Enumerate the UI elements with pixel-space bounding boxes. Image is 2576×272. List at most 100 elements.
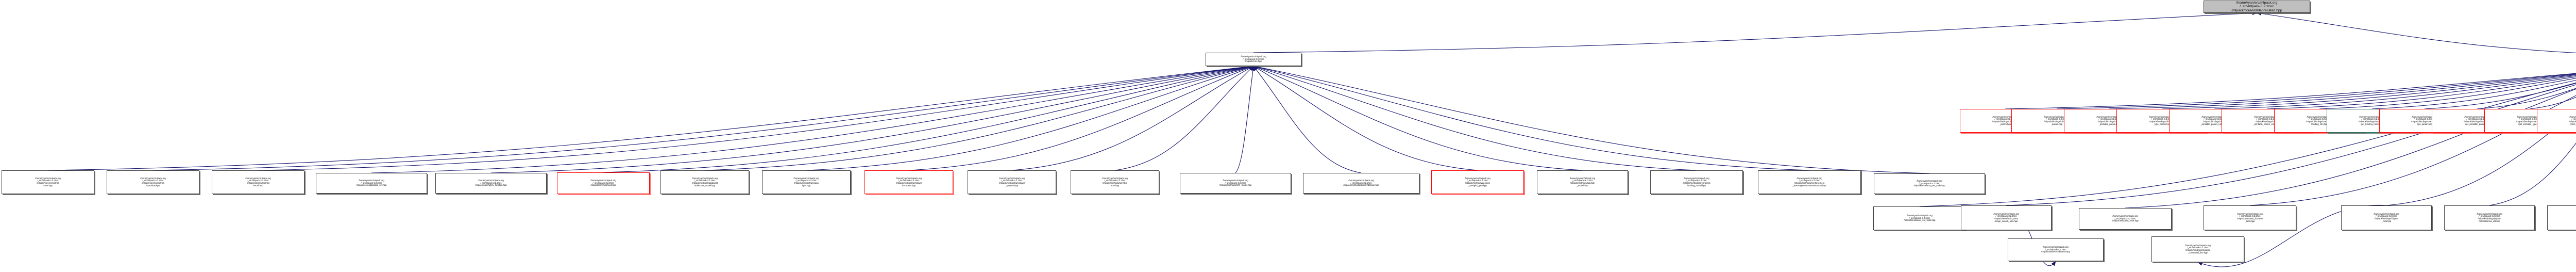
graph-node-n02[interactable]: /home/ryan/src/mlpack.org /_src/mlpack-3…	[107, 170, 199, 194]
graph-edge	[371, 65, 1255, 173]
graph-edge	[1011, 66, 1254, 171]
node-label: /home/ryan/src/mlpack.org /_src/mlpack-3…	[2374, 212, 2399, 222]
graph-edge	[2424, 83, 2576, 109]
node-label: /home/ryan/src/mlpack.org /_src/mlpack-3…	[1241, 55, 1266, 63]
graph-node-n14[interactable]: /home/ryan/src/mlpack.org /_src/mlpack-3…	[1431, 170, 1524, 194]
graph-edge	[152, 65, 1255, 171]
graph-edge	[258, 65, 1255, 171]
graph-node-q02[interactable]: /home/ryan/src/mlpack.org /_src/mlpack-3…	[2151, 236, 2244, 262]
graph-node-core_hpp[interactable]: /home/ryan/src/mlpack.org /_src/mlpack-3…	[1206, 53, 1301, 66]
node-label: /home/ryan/src/mlpack.org /_src/mlpack-3…	[1219, 179, 1252, 187]
graph-node-root[interactable]: /home/ryan/src/mlpack.org /_src/mlpack-3…	[2204, 1, 2310, 13]
node-label: /home/ryan/src/mlpack.org /_src/mlpack-3…	[2306, 115, 2333, 125]
node-label: /home/ryan/src/mlpack.org /_src/mlpack-3…	[691, 177, 718, 187]
graph-node-m12[interactable]: /home/ryan/src/mlpack.org /_src/mlpack-3…	[2537, 109, 2576, 133]
graph-edge	[1252, 65, 1810, 171]
graph-node-n16[interactable]: /home/ryan/src/mlpack.org /_src/mlpack-3…	[1650, 170, 1743, 194]
graph-node-p04[interactable]: /home/ryan/src/mlpack.org /_src/mlpack-3…	[2204, 205, 2296, 230]
graph-edge	[2386, 111, 2576, 206]
graph-node-n09[interactable]: /home/ryan/src/mlpack.org /_src/mlpack-3…	[865, 170, 953, 194]
graph-edge	[2006, 84, 2576, 206]
graph-node-p02[interactable]: /home/ryan/src/mlpack.org /_src/mlpack-3…	[1961, 205, 2052, 230]
graph-edge	[908, 66, 1255, 171]
graph-node-p03[interactable]: /home/ryan/src/mlpack.org /_src/mlpack-3…	[2079, 208, 2172, 230]
graph-edge	[2214, 75, 2576, 109]
node-label: /home/ryan/src/mlpack.org /_src/mlpack-3…	[2477, 212, 2502, 222]
graph-edge	[1252, 65, 1930, 174]
graph-node-q01[interactable]: /home/ryan/src/mlpack.org /_src/mlpack-3…	[2008, 238, 2104, 261]
graph-node-n03[interactable]: /home/ryan/src/mlpack.org /_src/mlpack-3…	[212, 170, 304, 194]
node-label: /home/ryan/src/mlpack.org /_src/mlpack-3…	[2112, 214, 2139, 222]
graph-edge	[47, 65, 1255, 171]
node-label: /home/ryan/src/mlpack.org /_src/mlpack-3…	[1102, 177, 1128, 187]
node-label: /home/ryan/src/mlpack.org /_src/mlpack-3…	[2253, 115, 2281, 125]
node-label: /home/ryan/src/mlpack.org /_src/mlpack-3…	[895, 177, 922, 187]
node-label: /home/ryan/src/mlpack.org /_src/mlpack-3…	[1913, 179, 1945, 187]
node-label: /home/ryan/src/mlpack.org /_src/mlpack-3…	[2237, 212, 2263, 222]
graph-edge	[1253, 66, 1478, 171]
graph-node-n06[interactable]: /home/ryan/src/mlpack.org /_src/mlpack-3…	[557, 172, 650, 194]
graph-edge	[2056, 73, 2576, 109]
node-label: /home/ryan/src/mlpack.org /_src/mlpack-3…	[140, 177, 166, 187]
node-label: /home/ryan/src/mlpack.org /_src/mlpack-3…	[2096, 115, 2122, 125]
node-label: /home/ryan/src/mlpack.org /_src/mlpack-3…	[998, 177, 1025, 187]
graph-node-n10[interactable]: /home/ryan/src/mlpack.org /_src/mlpack-3…	[968, 170, 1056, 194]
graph-edge	[490, 65, 1255, 173]
graph-edge	[1252, 65, 1697, 171]
graph-edge	[1114, 66, 1254, 171]
node-label: /home/ryan/src/mlpack.org /_src/mlpack-3…	[1792, 177, 1826, 187]
graph-node-n04[interactable]: /home/ryan/src/mlpack.org /_src/mlpack-3…	[316, 173, 427, 194]
graph-node-n01[interactable]: /home/ryan/src/mlpack.org /_src/mlpack-3…	[2, 170, 94, 194]
graph-edge	[2125, 88, 2576, 209]
node-label: /home/ryan/src/mlpack.org /_src/mlpack-3…	[1904, 214, 1936, 222]
graph-node-p07[interactable]: /home/ryan/src/mlpack.org /_src/mlpack-3…	[2547, 205, 2576, 230]
node-label: /home/ryan/src/mlpack.org /_src/mlpack-3…	[2041, 245, 2070, 253]
node-label: /home/ryan/src/mlpack.org /_src/mlpack-3…	[2185, 244, 2211, 254]
graph-edge	[2266, 76, 2576, 109]
graph-node-n11[interactable]: /home/ryan/src/mlpack.org /_src/mlpack-3…	[1071, 170, 1159, 194]
graph-node-n07[interactable]: /home/ryan/src/mlpack.org /_src/mlpack-3…	[660, 170, 749, 194]
graph-edge	[1253, 11, 2258, 53]
node-label: /home/ryan/src/mlpack.org /_src/mlpack-3…	[245, 177, 271, 187]
graph-edge	[806, 65, 1255, 171]
node-label: /home/ryan/src/mlpack.org /_src/mlpack-3…	[2149, 115, 2175, 125]
node-label: /home/ryan/src/mlpack.org /_src/mlpack-3…	[793, 177, 819, 187]
node-label: /home/ryan/src/mlpack.org /_src/mlpack-3…	[475, 179, 507, 187]
graph-edge	[2371, 79, 2576, 109]
graph-edge	[2005, 73, 2576, 109]
graph-node-n12[interactable]: /home/ryan/src/mlpack.org /_src/mlpack-3…	[1180, 173, 1291, 194]
graph-node-n15[interactable]: /home/ryan/src/mlpack.org /_src/mlpack-3…	[1537, 170, 1628, 194]
graph-node-n17[interactable]: /home/ryan/src/mlpack.org /_src/mlpack-3…	[1758, 170, 1861, 194]
graph-node-p01[interactable]: /home/ryan/src/mlpack.org /_src/mlpack-3…	[1873, 206, 1966, 230]
graph-edge	[2529, 97, 2576, 109]
graph-edge	[2249, 95, 2576, 206]
graph-node-n08[interactable]: /home/ryan/src/mlpack.org /_src/mlpack-3…	[762, 170, 851, 194]
node-label: /home/ryan/src/mlpack.org /_src/mlpack-3…	[2359, 115, 2385, 125]
graph-node-n13[interactable]: /home/ryan/src/mlpack.org /_src/mlpack-3…	[1303, 173, 1419, 194]
node-label: /home/ryan/src/mlpack.org /_src/mlpack-3…	[1569, 177, 1596, 187]
graph-edge	[1235, 65, 1255, 173]
graph-edge	[2477, 88, 2576, 109]
graph-edge	[2109, 74, 2576, 109]
graph-node-n18[interactable]: /home/ryan/src/mlpack.org /_src/mlpack-3…	[1874, 173, 1985, 194]
node-label: /home/ryan/src/mlpack.org /_src/mlpack-3…	[2231, 1, 2282, 12]
graph-edge	[1253, 66, 1362, 173]
node-label: /home/ryan/src/mlpack.org /_src/mlpack-3…	[2569, 115, 2576, 125]
graph-edge	[2319, 78, 2576, 109]
node-label: /home/ryan/src/mlpack.org /_src/mlpack-3…	[2200, 115, 2228, 125]
node-label: /home/ryan/src/mlpack.org /_src/mlpack-3…	[2549, 213, 2576, 223]
graph-node-p05[interactable]: /home/ryan/src/mlpack.org /_src/mlpack-3…	[2341, 205, 2432, 230]
graph-node-p06[interactable]: /home/ryan/src/mlpack.org /_src/mlpack-3…	[2444, 205, 2535, 230]
node-label: /home/ryan/src/mlpack.org /_src/mlpack-3…	[2464, 115, 2490, 125]
node-label: /home/ryan/src/mlpack.org /_src/mlpack-3…	[356, 179, 387, 187]
graph-node-n05[interactable]: /home/ryan/src/mlpack.org /_src/mlpack-3…	[435, 173, 547, 194]
node-label: /home/ryan/src/mlpack.org /_src/mlpack-3…	[590, 179, 616, 187]
graph-edge	[1919, 82, 2576, 207]
node-label: /home/ryan/src/mlpack.org /_src/mlpack-3…	[2411, 115, 2438, 125]
graph-edge	[2161, 74, 2576, 109]
graph-edge	[704, 65, 1255, 171]
node-label: /home/ryan/src/mlpack.org /_src/mlpack-3…	[1465, 177, 1490, 187]
node-label: /home/ryan/src/mlpack.org /_src/mlpack-3…	[35, 177, 61, 187]
